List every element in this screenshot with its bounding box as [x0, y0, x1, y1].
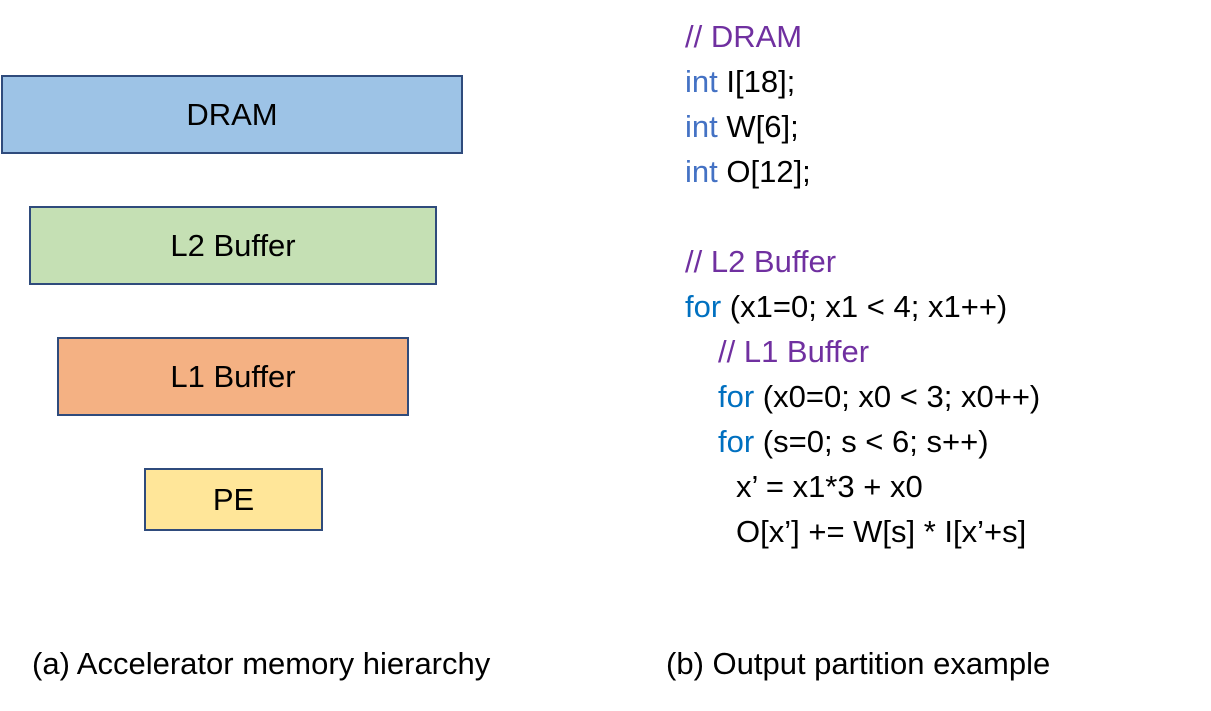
- l1-buffer-box: L1 Buffer: [57, 337, 409, 416]
- for-keyword: for: [718, 379, 755, 414]
- code-loop-x1: for (x1=0; x1 < 4; x1++): [685, 284, 1040, 329]
- for-keyword: for: [718, 424, 755, 459]
- code-stmt-index: x’ = x1*3 + x0: [736, 469, 923, 504]
- code-comment-dram: // DRAM: [685, 19, 803, 54]
- dram-label: DRAM: [186, 96, 278, 132]
- pe-label: PE: [212, 481, 255, 517]
- int-keyword: int: [685, 109, 718, 144]
- code-loop-s: for (s=0; s < 6; s++): [685, 419, 1040, 464]
- code-decl-weight: int W[6];: [685, 104, 1040, 149]
- decl-output-text: O[12];: [717, 154, 811, 189]
- l2-buffer-box: L2 Buffer: [29, 206, 437, 285]
- code-loop-x0: for (x0=0; x0 < 3; x0++): [685, 374, 1040, 419]
- code-comment-l2: // L2 Buffer: [685, 244, 837, 279]
- caption-output-partition: (b) Output partition example: [666, 646, 1051, 681]
- caption-memory-hierarchy: (a) Accelerator memory hierarchy: [32, 646, 491, 681]
- for-keyword: for: [685, 289, 722, 324]
- code-listing: // DRAM int I[18]; int W[6]; int O[12]; …: [685, 14, 1040, 554]
- l2-buffer-label: L2 Buffer: [170, 227, 296, 263]
- code-blank-line: [685, 194, 1040, 239]
- decl-weight-text: W[6];: [717, 109, 799, 144]
- loop-x1-text: (x1=0; x1 < 4; x1++): [721, 289, 1008, 324]
- pe-box: PE: [144, 468, 323, 531]
- code-decl-output: int O[12];: [685, 149, 1040, 194]
- code-stmt-accumulate: O[x’] += W[s] * I[x’+s]: [736, 514, 1027, 549]
- decl-input-text: I[18];: [717, 64, 796, 99]
- int-keyword: int: [685, 64, 718, 99]
- code-comment-l1: // L1 Buffer: [718, 334, 870, 369]
- loop-x0-text: (x0=0; x0 < 3; x0++): [754, 379, 1041, 414]
- loop-s-text: (s=0; s < 6; s++): [754, 424, 989, 459]
- int-keyword: int: [685, 154, 718, 189]
- dram-box: DRAM: [1, 75, 463, 154]
- l1-buffer-label: L1 Buffer: [170, 358, 296, 394]
- code-decl-input: int I[18];: [685, 59, 1040, 104]
